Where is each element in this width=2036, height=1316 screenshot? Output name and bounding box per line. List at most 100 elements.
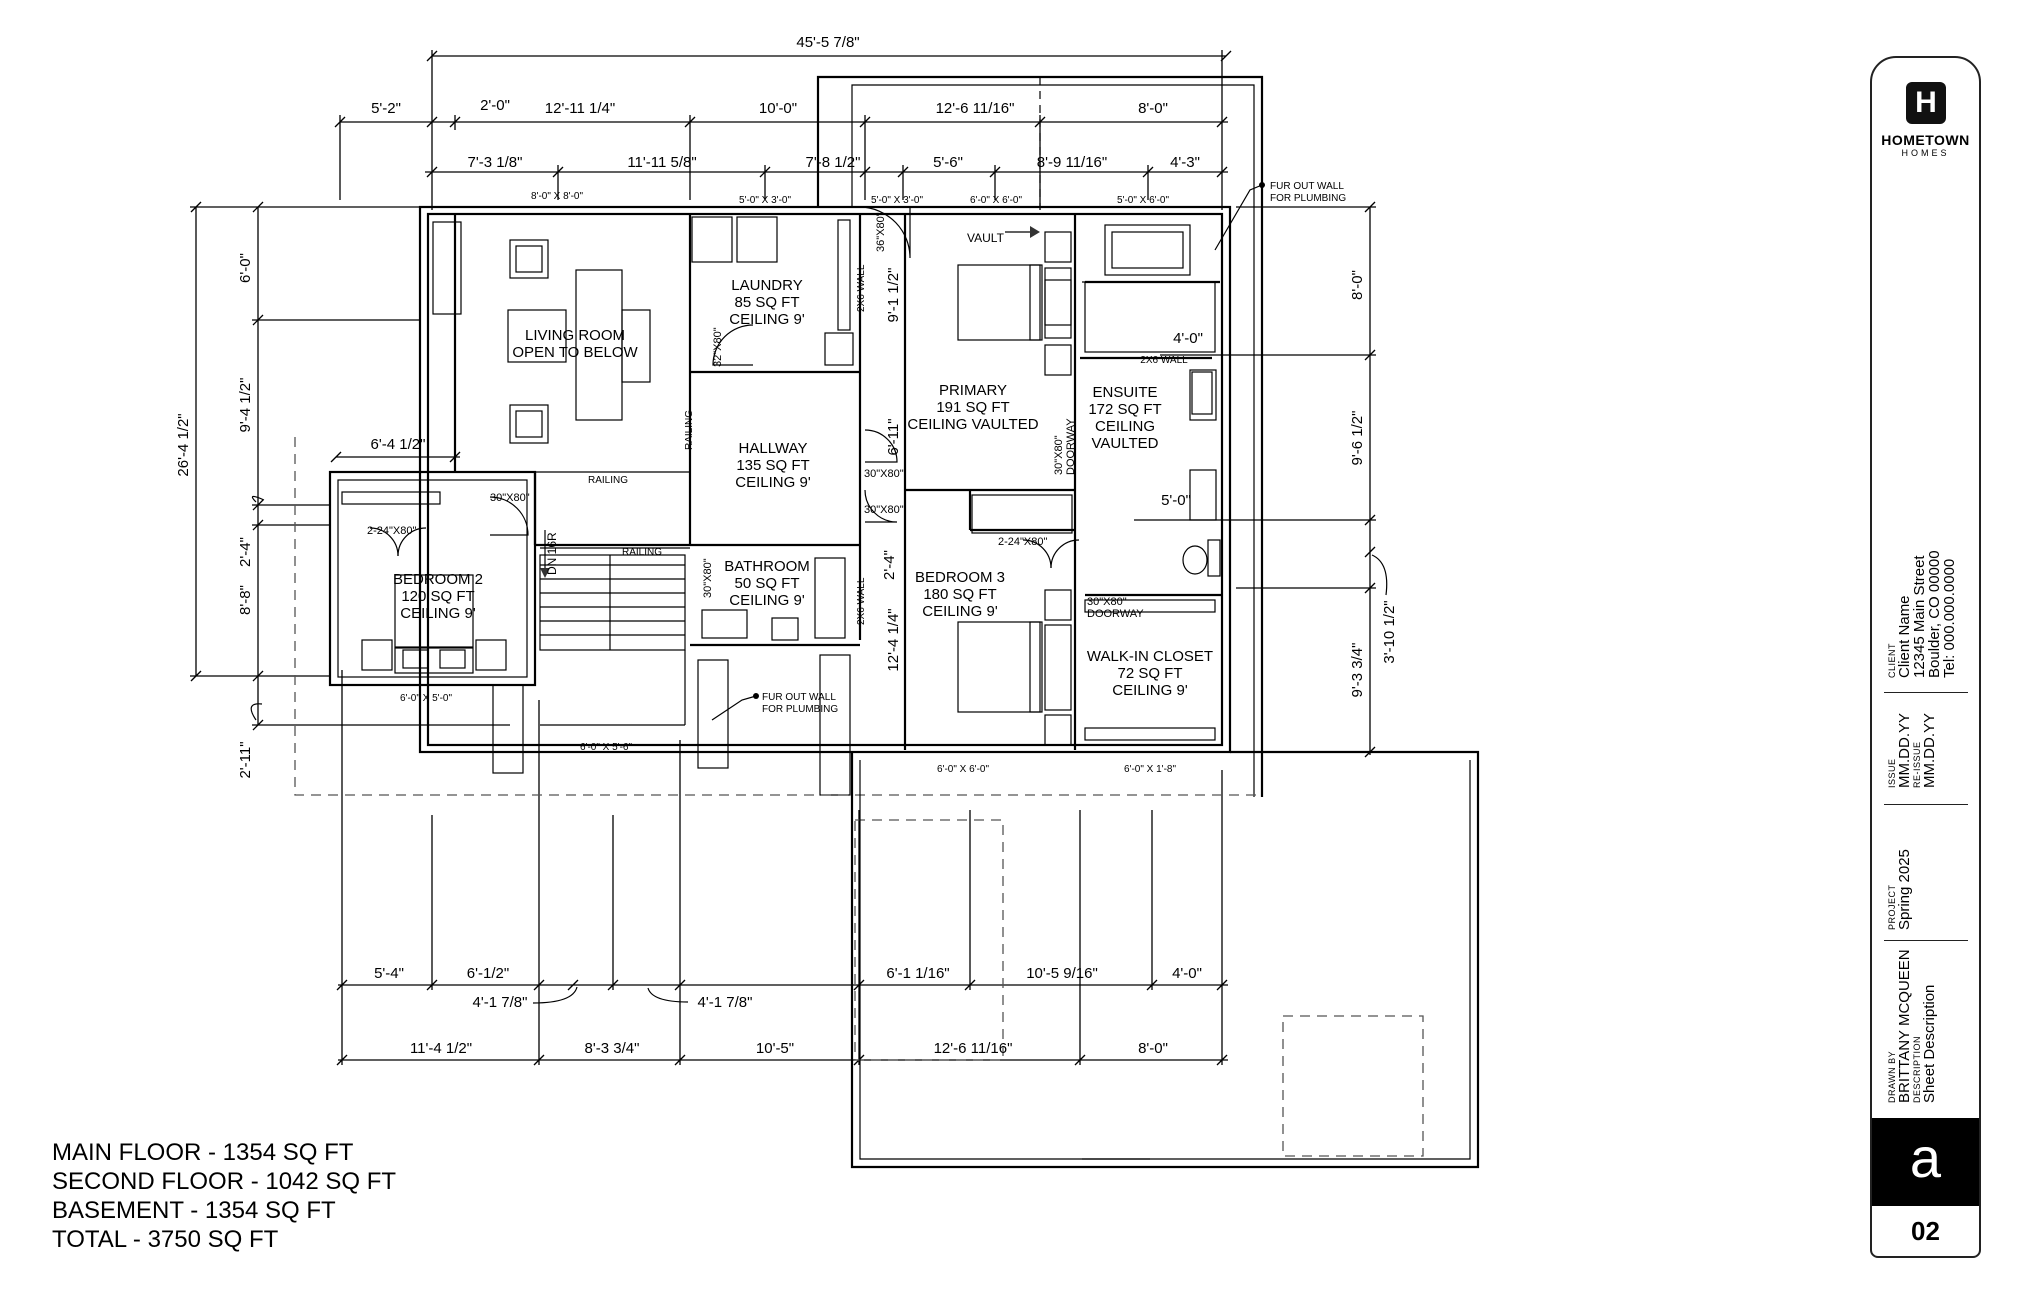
dim-left-total: 26'-4 1/2"	[175, 413, 192, 476]
dim-right-1: 8'-0"	[1349, 270, 1366, 300]
dimension-labels: 45'-5 7/8" 5'-2" 2'-0" 12'-11 1/4" 10'-0…	[175, 34, 1398, 1057]
stairs-label: DN 16R	[545, 532, 559, 575]
walls	[294, 75, 1480, 1169]
dim-top-r1-2: 2'-0"	[480, 97, 510, 114]
title-block: H HOMETOWN HOMES CLIENT Client Name 1234…	[1870, 56, 1981, 1258]
dim-top-r1-5: 12'-6 11/16"	[936, 100, 1015, 117]
dim-int-4: 12'-4 1/4"	[885, 608, 902, 671]
client-line: Client Name	[1896, 595, 1913, 678]
door-label: 30"X80"	[864, 468, 904, 480]
door-label: 30"X80"	[1087, 596, 1127, 608]
dim-bot-r1-4: 10'-5 9/16"	[1026, 965, 1098, 982]
summary-total: TOTAL - 3750 SQ FT	[52, 1226, 279, 1253]
dim-top-r2-6: 4'-3"	[1170, 154, 1200, 171]
window-label: 8'-0" X 8'-0"	[531, 191, 584, 202]
sheet-letter: a	[1872, 1118, 1979, 1206]
doorway-label: DOORWAY	[1065, 418, 1077, 475]
dim-top-total: 45'-5 7/8"	[796, 34, 859, 51]
divider	[1884, 804, 1968, 805]
dim-bot-r2-5: 8'-0"	[1138, 1040, 1168, 1057]
window-label: 6'-0" X 6'-0"	[970, 195, 1023, 206]
issue-section: ISSUE MM.DD.YY RE-ISSUE MM.DD.YY	[1887, 713, 1938, 788]
dim-bot-r2-1: 11'-4 1/2"	[410, 1040, 472, 1057]
dim-int-3: 2'-4"	[881, 550, 898, 580]
issue-value: MM.DD.YY	[1896, 713, 1913, 788]
dim-bot-r1-1: 5'-4"	[374, 965, 404, 982]
dim-top-r1-1: 5'-2"	[371, 100, 401, 117]
dim-top-r2-2: 11'-11 5/8"	[627, 154, 696, 171]
door-label: 30"X80"	[702, 558, 714, 598]
window-label: 6'-0" X 1'-8"	[1124, 764, 1177, 775]
annotations: 8'-0" X 8'-0" 5'-0" X 3'-0" 5'-0" X 3'-0…	[367, 181, 1346, 775]
wall-2x6-label: 2X6 WALL	[856, 264, 867, 312]
railing-label: RAILING	[588, 475, 628, 486]
wall-2x6-label: 2X6 WALL	[1140, 355, 1188, 366]
wall-2x6-label: 2X6 WALL	[856, 577, 867, 625]
drawn-section: DRAWN BY BRITTANY MCQUEEN DESCRIPTION Sh…	[1887, 949, 1938, 1103]
dim-bot-r1-3: 6'-1 1/16"	[886, 965, 949, 982]
summary-main-floor: MAIN FLOOR - 1354 SQ FT	[52, 1139, 354, 1166]
dim-top-r2-4: 5'-6"	[933, 154, 963, 171]
dim-int-1: 9'-1 1/2"	[885, 268, 902, 323]
dim-bot-r2-4: 12'-6 11/16"	[934, 1040, 1013, 1057]
dim-bot-extra-2: 4'-1 7/8"	[698, 994, 753, 1011]
dim-left-4: 8'-8"	[237, 585, 254, 615]
door-label: 36"X80"	[875, 212, 887, 252]
dim-top-r1-3: 12'-11 1/4"	[545, 100, 615, 117]
dim-int-2: 6'-11"	[885, 418, 902, 455]
railing-label: RAILING	[622, 547, 662, 558]
dim-right-3: 9'-3 3/4"	[1349, 643, 1366, 698]
client-section: CLIENT Client Name 12345 Main Street Bou…	[1887, 550, 1958, 678]
client-line: Tel: 000.000.0000	[1941, 558, 1958, 678]
dim-bot-r2-3: 10'-5"	[756, 1040, 794, 1057]
client-line: 12345 Main Street	[1911, 555, 1928, 678]
window-label: 5'-0" X 3'-0"	[739, 195, 792, 206]
doorway-label: DOORWAY	[1087, 608, 1144, 620]
description-value: Sheet Description	[1921, 984, 1938, 1103]
dim-left-5: 2'-11"	[237, 741, 254, 778]
floor-plan: 45'-5 7/8" 5'-2" 2'-0" 12'-11 1/4" 10'-0…	[175, 34, 1480, 1169]
dim-bot-r1-5: 4'-0"	[1172, 965, 1202, 982]
drawn-value: BRITTANY MCQUEEN	[1896, 949, 1913, 1103]
dim-left-1: 6'-0"	[237, 253, 254, 283]
window-label: 5'-0" X 6'-0"	[1117, 195, 1170, 206]
dim-bot-r1-2: 6'-1/2"	[467, 965, 509, 982]
divider	[1884, 940, 1968, 941]
dim-int-6: 5'-0"	[1161, 492, 1191, 509]
dim-top-r1-6: 8'-0"	[1138, 100, 1168, 117]
window-label: 6'-0" X 5'-6"	[580, 742, 633, 753]
fixtures	[341, 182, 1265, 746]
vault-label: VAULT	[967, 231, 1005, 245]
window-label: 5'-0" X 3'-0"	[871, 195, 924, 206]
dim-right-4: 3'-10 1/2"	[1381, 600, 1398, 663]
dim-top-r2-5: 8'-9 11/16"	[1037, 154, 1107, 171]
dimension-lines	[190, 50, 1388, 1066]
project-section: PROJECT Spring 2025	[1887, 849, 1913, 930]
reissue-value: MM.DD.YY	[1921, 713, 1938, 788]
door-label: 2-24"X80"	[998, 536, 1047, 548]
window-label: 6'-0" X 5'-0"	[400, 693, 453, 704]
window-label: 6'-0" X 6'-0"	[937, 764, 990, 775]
dim-right-2: 9'-6 1/2"	[1349, 411, 1366, 466]
brand-sub: HOMES	[1901, 148, 1950, 158]
dim-top-r2-1: 7'-3 1/8"	[468, 154, 523, 171]
dim-left-small: 6'-4 1/2"	[371, 436, 426, 453]
brand-name: HOMETOWN	[1881, 132, 1970, 148]
client-line: Boulder, CO 00000	[1926, 550, 1943, 678]
area-summary: MAIN FLOOR - 1354 SQ FT SECOND FLOOR - 1…	[52, 1138, 396, 1254]
hometown-logo-icon: H	[1906, 82, 1946, 124]
door-label: 2-24"X80"	[367, 525, 416, 537]
door-label: 30"X80"	[864, 504, 904, 516]
railing-label: RAILING	[684, 410, 695, 450]
divider	[1884, 692, 1968, 693]
door-label: 30"X80"	[490, 492, 530, 504]
